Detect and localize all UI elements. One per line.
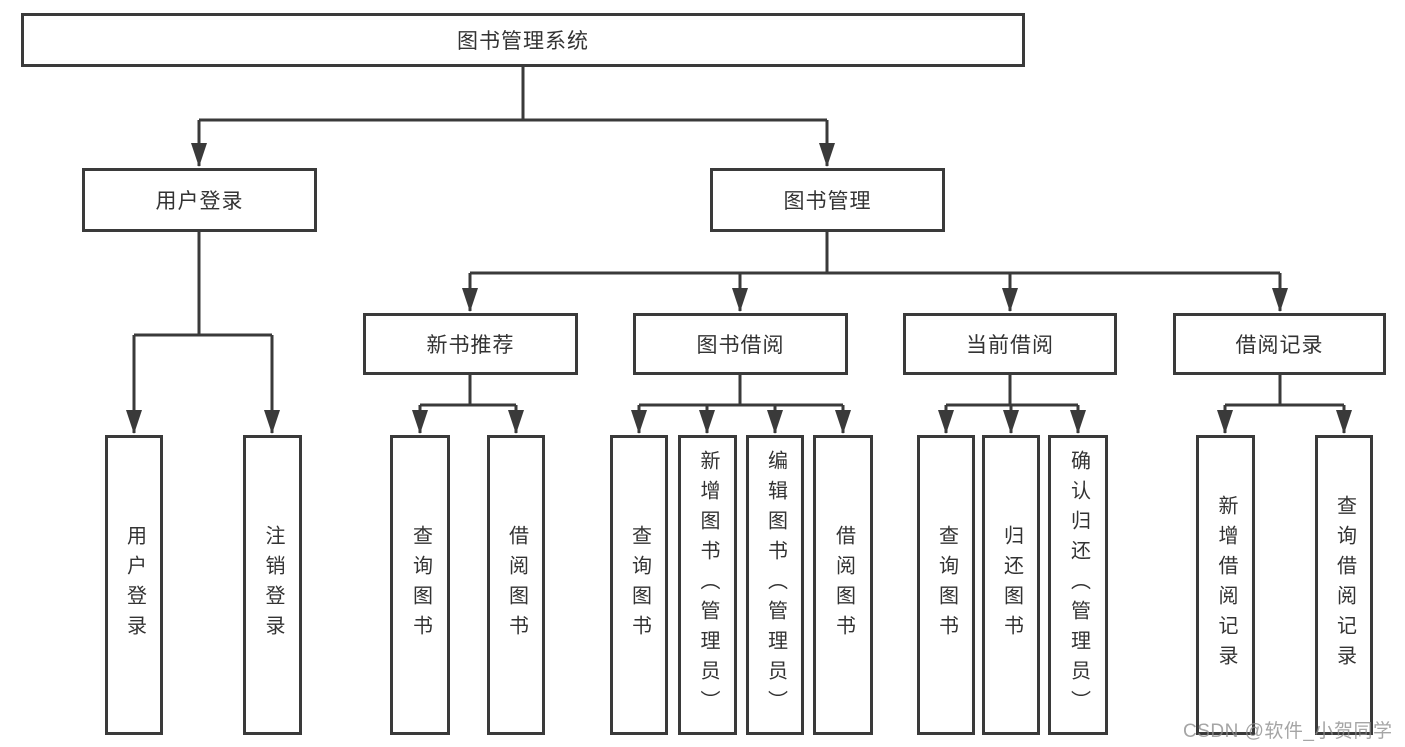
node-leaf-current-return: 归还图书 [982,435,1040,735]
node-new-book-rec: 新书推荐 [363,313,578,375]
node-leaf-logout: 注销登录 [243,435,302,735]
connector-rails [134,67,1344,407]
node-leaf-borrow-edit-label: 编辑图书（管理员） [764,450,787,720]
connector-arrows [126,120,1352,434]
node-leaf-newbook-borrow: 借阅图书 [487,435,545,735]
node-leaf-borrow-add-label: 新增图书（管理员） [697,450,719,720]
node-book-mgmt-label: 图书管理 [783,190,872,213]
node-leaf-borrow-query: 查询图书 [610,435,668,735]
node-leaf-current-query-label: 查询图书 [935,525,958,645]
node-leaf-records-add-label: 新增借阅记录 [1215,495,1237,675]
node-leaf-newbook-query: 查询图书 [390,435,450,735]
node-leaf-borrow-edit: 编辑图书（管理员） [746,435,804,735]
node-leaf-user-login-label: 用户登录 [123,525,146,645]
node-user-login-label: 用户登录 [155,190,244,213]
node-leaf-current-confirm-label: 确认归还（管理员） [1067,450,1090,720]
node-user-login: 用户登录 [82,168,317,232]
node-root: 图书管理系统 [21,13,1025,67]
node-leaf-current-query: 查询图书 [917,435,975,735]
node-current-borrow: 当前借阅 [903,313,1117,375]
node-leaf-borrow-query-label: 查询图书 [628,525,651,645]
node-leaf-borrow-borrow-label: 借阅图书 [832,525,855,645]
node-book-borrow-label: 图书借阅 [696,334,785,357]
csdn-watermark: CSDN @软件_小贺同学 [1183,721,1393,742]
node-borrow-records-label: 借阅记录 [1235,334,1324,357]
node-leaf-newbook-borrow-label: 借阅图书 [505,525,528,645]
node-root-label: 图书管理系统 [457,30,589,53]
node-leaf-borrow-add: 新增图书（管理员） [678,435,737,735]
node-borrow-records: 借阅记录 [1173,313,1386,375]
node-leaf-current-return-label: 归还图书 [1000,525,1023,645]
node-leaf-logout-label: 注销登录 [262,525,284,645]
node-leaf-current-confirm: 确认归还（管理员） [1048,435,1108,735]
node-book-borrow: 图书借阅 [633,313,848,375]
node-leaf-user-login: 用户登录 [105,435,163,735]
node-new-book-rec-label: 新书推荐 [426,334,515,357]
node-leaf-records-add: 新增借阅记录 [1196,435,1255,735]
node-book-mgmt: 图书管理 [710,168,945,232]
node-current-borrow-label: 当前借阅 [966,334,1054,357]
node-leaf-records-query: 查询借阅记录 [1315,435,1373,735]
node-leaf-borrow-borrow: 借阅图书 [813,435,873,735]
node-leaf-newbook-query-label: 查询图书 [409,525,432,645]
node-leaf-records-query-label: 查询借阅记录 [1333,495,1356,675]
